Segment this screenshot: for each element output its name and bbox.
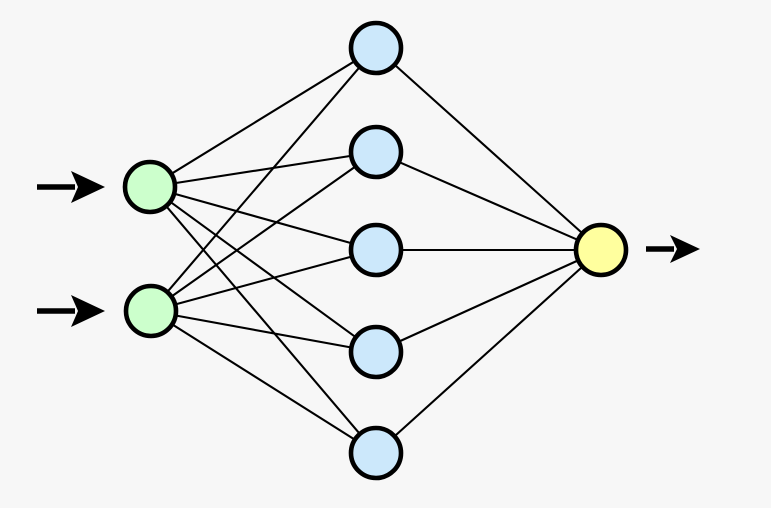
hidden-layer-node-5-circle[interactable] <box>348 425 404 481</box>
edge-i1-h2 <box>171 154 355 185</box>
input-arrow-bottom <box>37 295 105 327</box>
edge-h4-o1 <box>395 258 582 344</box>
hidden-layer-node-5[interactable] <box>348 425 404 481</box>
output-arrow-head <box>670 235 700 263</box>
edge-i2-h2 <box>168 164 359 299</box>
input-arrow-top-head <box>71 171 105 203</box>
edge-i1-h1 <box>168 58 358 177</box>
output-layer-node-1[interactable] <box>573 222 629 278</box>
output-layer-node-1-circle[interactable] <box>573 222 629 278</box>
hidden-layer-node-4[interactable] <box>348 324 404 380</box>
edge-i1-h3 <box>171 192 355 245</box>
edge-i1-h4 <box>167 199 359 340</box>
output-arrow <box>646 235 700 263</box>
hidden-layer-node-3-circle[interactable] <box>348 222 404 278</box>
nodes-group <box>122 20 629 481</box>
input-layer-node-2-circle[interactable] <box>123 283 179 339</box>
arrows-group <box>37 171 700 327</box>
edge-i2-h5 <box>169 322 358 442</box>
edge-i2-h3 <box>172 254 355 307</box>
input-layer-node-2[interactable] <box>123 283 179 339</box>
edges-group <box>163 58 585 442</box>
hidden-layer-node-4-circle[interactable] <box>348 324 404 380</box>
input-arrow-top <box>37 171 105 203</box>
input-layer-node-1[interactable] <box>122 159 178 215</box>
edge-i2-h1 <box>164 64 363 295</box>
edge-i2-h4 <box>172 314 355 349</box>
edge-h5-o1 <box>392 264 585 439</box>
edge-h1-o1 <box>392 62 585 236</box>
hidden-layer-node-3[interactable] <box>348 222 404 278</box>
hidden-layer-node-2[interactable] <box>348 124 404 180</box>
edge-h2-o1 <box>396 160 581 242</box>
input-layer-node-1-circle[interactable] <box>122 159 178 215</box>
hidden-layer-node-1[interactable] <box>348 20 404 76</box>
edge-i1-h5 <box>163 203 363 437</box>
input-arrow-bottom-head <box>71 295 105 327</box>
hidden-layer-node-1-circle[interactable] <box>348 20 404 76</box>
hidden-layer-node-2-circle[interactable] <box>348 124 404 180</box>
